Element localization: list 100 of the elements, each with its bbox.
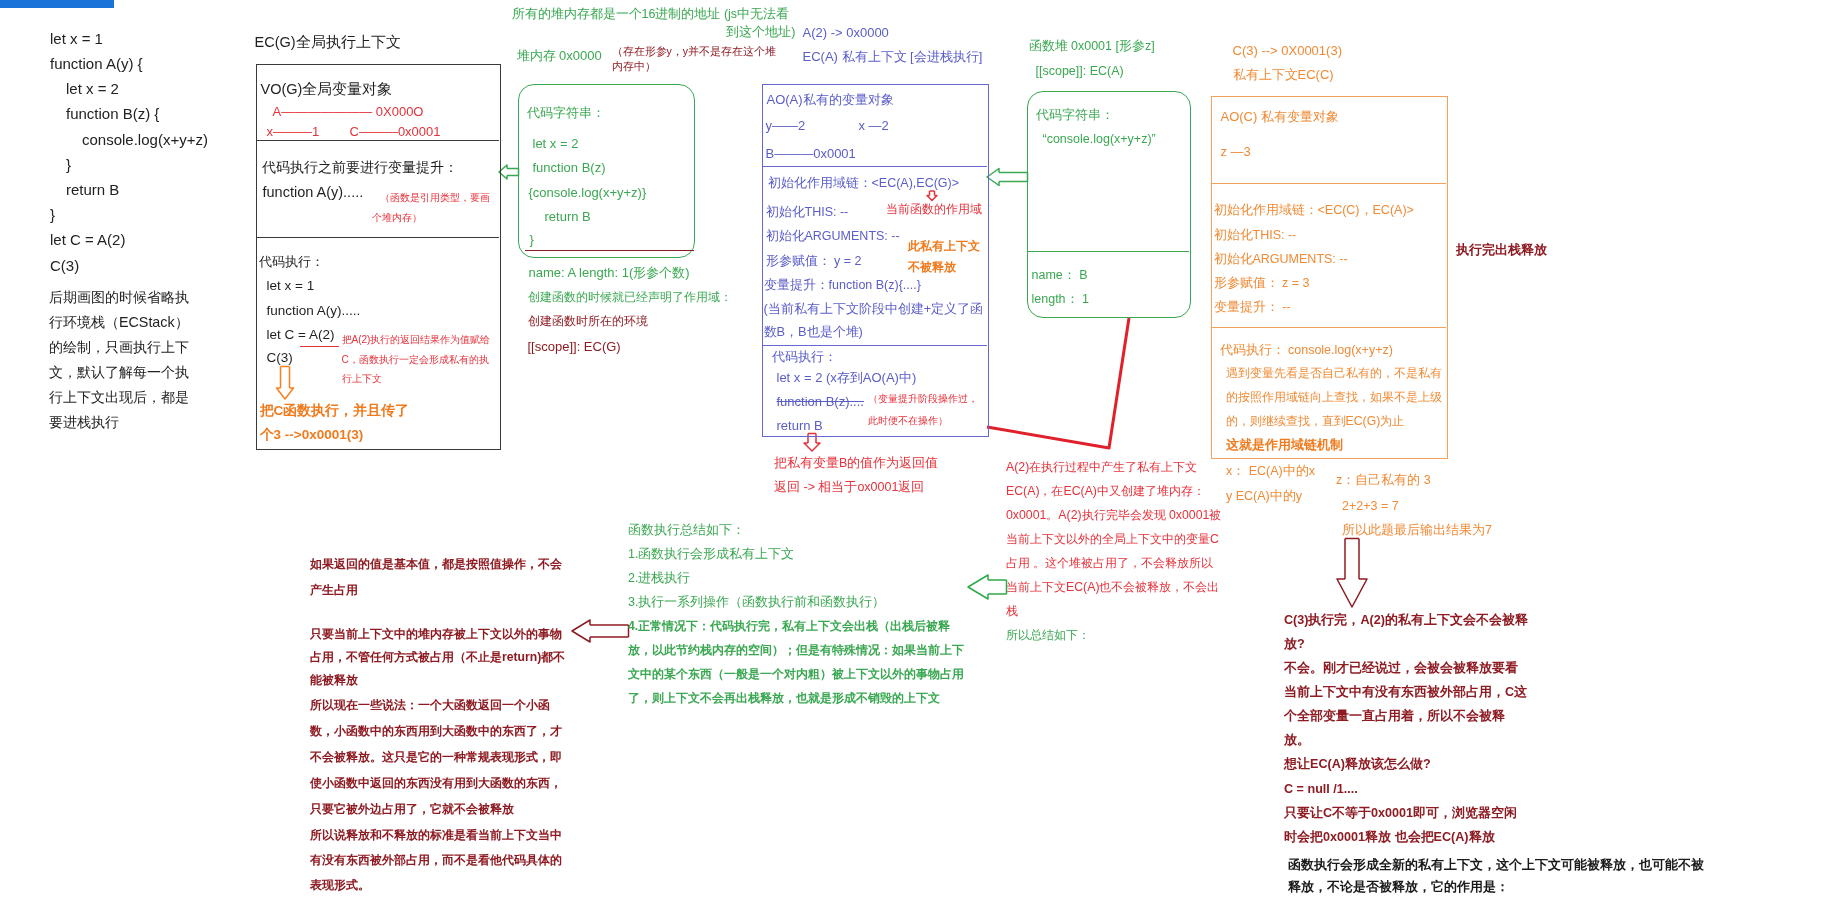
annotation-text: 这就是作用域链机制 — [1225, 436, 1343, 454]
variable-entry: C———0x0001 — [349, 124, 441, 139]
note-text: 函数执行总结如下： — [628, 521, 745, 539]
note-text: 4.正常情况下：代码执行完，私有上下文会出栈（出栈后被释放，以此节约栈内存的空间）；但是有特殊情况：如果当前上下文中的某个东西（一般是一个对内粗）被上下文以外的事物占用了，则上下文不会再出栈释放，也就是形成不销毁的上下文 — [628, 618, 965, 707]
code-line: {console.log(x+y+z)} — [528, 183, 647, 202]
block-arrow — [967, 574, 1008, 600]
context-entry: 初始化作用域链：<EC(C)，EC(A)> — [1213, 201, 1414, 219]
note-text: 函数执行会形成全新的私有上下文，这个上下文可能被释放，也可能不被释放，不论是否被释放，它的作用是： — [1288, 857, 1705, 896]
variable-entry: y——2 — [765, 116, 806, 135]
note-text: 不会。刚才已经说过，会被会被释放要看当前上下文中有没有东西被外部占用，C这个全部变量一直占用着，所以不会被释放。 — [1284, 660, 1529, 749]
box-heading: 所有的堆内存都是一个16进制的地址 (js中无法看到这个地址) — [511, 5, 796, 41]
code-line: let x = 2 (x存到AO(A)中) — [776, 369, 917, 387]
annotation-text: （变量提升阶段操作过，此时便不在操作） — [867, 392, 979, 428]
code-line: C(3) — [266, 349, 293, 367]
code-line: } — [529, 230, 534, 249]
block-arrow — [926, 190, 938, 202]
code-line: let x = 2 — [66, 79, 119, 99]
annotation-text: （存在形参y，y并不是存在这个堆内存中） — [611, 44, 777, 74]
code-line: let C = A(2) — [266, 326, 335, 344]
box-heading: A(2) -> 0x0000 — [802, 23, 889, 42]
note-text: 2+2+3 = 7 — [1342, 497, 1399, 515]
note-text: 后期画图的时候省略执行环境栈（ECStack）的绘制，只画执行上下文，默认了解每一个执行上下文出现后，都是要进栈执行 — [49, 287, 190, 432]
code-line: function A(y) { — [50, 54, 143, 74]
note-text: C(3)执行完，A(2)的私有上下文会不会被释放? — [1284, 611, 1529, 653]
variable-entry: A——————— 0X000O — [272, 104, 424, 119]
connector-line — [986, 317, 1131, 450]
code-line: } — [66, 155, 71, 175]
context-entry: name： B — [1031, 267, 1088, 284]
note-text: 所以现在一些说法：一个大函数返回一个小函数，小函数中的东西用到大函数中的东西了，才不会被释放。这只是它的一种常规表现形式，即使小函数中返回的东西没有用到大函数的东西，只要它被外边占用了，它就不会被释放 — [310, 697, 563, 818]
code-line: let C = A(2) — [50, 230, 126, 250]
variable-entry: z —3 — [1220, 142, 1251, 161]
section-heading: 代码执行之前要进行变量提升： — [261, 157, 458, 177]
box-heading: EC(G)全局执行上下文 — [254, 32, 401, 52]
context-entry: 形参赋值： y = 2 — [765, 253, 862, 269]
box-heading: 函数堆 0x0001 [形参z] — [1028, 38, 1155, 55]
box-heading: C(3) --> 0X0001(3) — [1232, 41, 1342, 60]
box-heading: [[scope]]: EC(A) — [1035, 63, 1124, 80]
block-arrow — [571, 619, 630, 643]
note-text: 只要当前上下文中的堆内存被上下文以外的事物占用，不管任何方式被占用（不止是return)都不能被释放 — [310, 625, 567, 689]
context-entry: 变量提升： -- — [1213, 298, 1291, 316]
note-text: 所以总结如下： — [1006, 627, 1090, 644]
section-heading: 代码字符串： — [526, 103, 605, 122]
note-text: A(2)在执行过程中产生了私有上下文EC(A)，在EC(A)中又创建了堆内存：0x0001。A(2)执行完毕会发现 0x0001被当前上下文以外的全局上下文中的变量C占用 。这个堆被占用了，不会释放所以当前上下文EC(A)也不会被释放，不会出栈 — [1006, 459, 1222, 620]
note-text: z：自己私有的 3 — [1336, 471, 1431, 489]
code-line: let x = 2 — [532, 134, 579, 153]
annotation-text: 此私有上下文不被释放 — [907, 237, 981, 276]
context-entry: 初始化THIS: -- — [1213, 226, 1297, 244]
code-line: return B — [66, 180, 120, 200]
block-arrow — [986, 167, 1029, 187]
code-line: return B — [776, 418, 823, 434]
note-text: name: A length: 1(形参个数) — [528, 263, 690, 282]
note-text: C = null /1.... — [1284, 780, 1358, 798]
annotation-text: （函数是引用类型，要画个堆内存） — [371, 191, 491, 225]
note-text: 如果返回的值是基本值，都是按照值操作，不会产生占用 — [310, 556, 563, 599]
note-text: 3.执行一系列操作（函数执行前和函数执行） — [628, 593, 886, 611]
annotation-text: 把A(2)执行的返回结果作为值赋给C，函数执行一定会形成私有的执行上下文 — [341, 333, 492, 386]
annotation-text: 当前函数的作用域 — [885, 200, 982, 218]
block-arrow — [498, 164, 520, 180]
note-text: 只要让C不等于0x0001即可，浏览器空闲时会把0x0001释放 也会把EC(A)释放 — [1284, 805, 1519, 846]
block-arrow — [803, 432, 821, 452]
context-entry: 初始化ARGUMENTS: -- — [1213, 250, 1348, 268]
code-line: function B(z) — [532, 158, 606, 177]
note-text: 所以说释放和不释放的标准是看当前上下文当中有没有东西被外部占用，而不是看他代码具体的表现形式。 — [310, 826, 563, 894]
code-line: let x = 1 — [50, 29, 103, 49]
section-heading: VO(G)全局变量对象 — [260, 79, 393, 99]
code-line: function B(z) { — [66, 104, 160, 124]
code-line: C(3) — [50, 256, 80, 276]
box-heading: EC(A) 私有上下文 [会进栈执行] — [802, 47, 983, 66]
variable-entry: B———0x0001 — [765, 144, 856, 163]
code-line: “console.log(x+y+z)” — [1042, 131, 1156, 148]
box-heading: 堆内存 0x0000 — [516, 46, 602, 65]
code-line: function B(z).... — [776, 393, 864, 411]
context-entry: 初始化ARGUMENTS: -- — [765, 227, 900, 245]
section-heading: 代码执行： — [771, 348, 837, 366]
section-heading: 代码执行： — [258, 253, 324, 271]
note-text: 执行完出栈释放 — [1455, 240, 1547, 259]
section-heading: 代码执行： console.log(x+y+z) — [1219, 341, 1393, 359]
annotation-text: 把C函数执行，并且传了个3 -->0x0001(3) — [259, 399, 422, 447]
annotation-text: 遇到变量先看是否自己私有的，不是私有的按照作用域链向上查找，如果不是上级的，则继续查找，直到EC(G)为止 — [1225, 365, 1443, 430]
context-entry: 初始化作用域链：<EC(A),EC(G)> — [767, 174, 959, 192]
code-line: console.log(x+y+z) — [82, 130, 208, 150]
variable-entry: x —2 — [858, 116, 889, 135]
note-text: 2.进栈执行 — [628, 569, 691, 587]
code-line: function A(y)..... — [266, 302, 361, 320]
code-line: function A(y)..... — [262, 183, 364, 202]
box-heading: 私有上下文EC(C) — [1232, 65, 1334, 84]
note-text: 创建函数时所在的环境 — [527, 313, 648, 330]
annotation-text: (当前私有上下文阶段中创建+定义了函数B，B也是个堆) — [763, 299, 985, 341]
note-text: 想让EC(A)释放该怎么做? — [1284, 755, 1431, 773]
context-entry: 初始化THIS: -- — [765, 203, 849, 221]
section-heading: AO(C) 私有变量对象 — [1220, 107, 1339, 126]
code-line: return B — [544, 207, 591, 226]
code-line: let x = 1 — [266, 277, 315, 295]
note-text: 1.函数执行会形成私有上下文 — [628, 545, 795, 563]
section-heading: 代码字符串： — [1035, 107, 1114, 124]
context-entry: 变量提升：function B(z){....} — [763, 277, 921, 293]
note-text: y EC(A)中的y — [1226, 487, 1302, 505]
block-arrow — [1336, 537, 1368, 608]
note-text: 创建函数的时候就已经声明了作用域： — [527, 289, 732, 306]
note-text: 所以此题最后输出结果为7 — [1342, 521, 1492, 539]
